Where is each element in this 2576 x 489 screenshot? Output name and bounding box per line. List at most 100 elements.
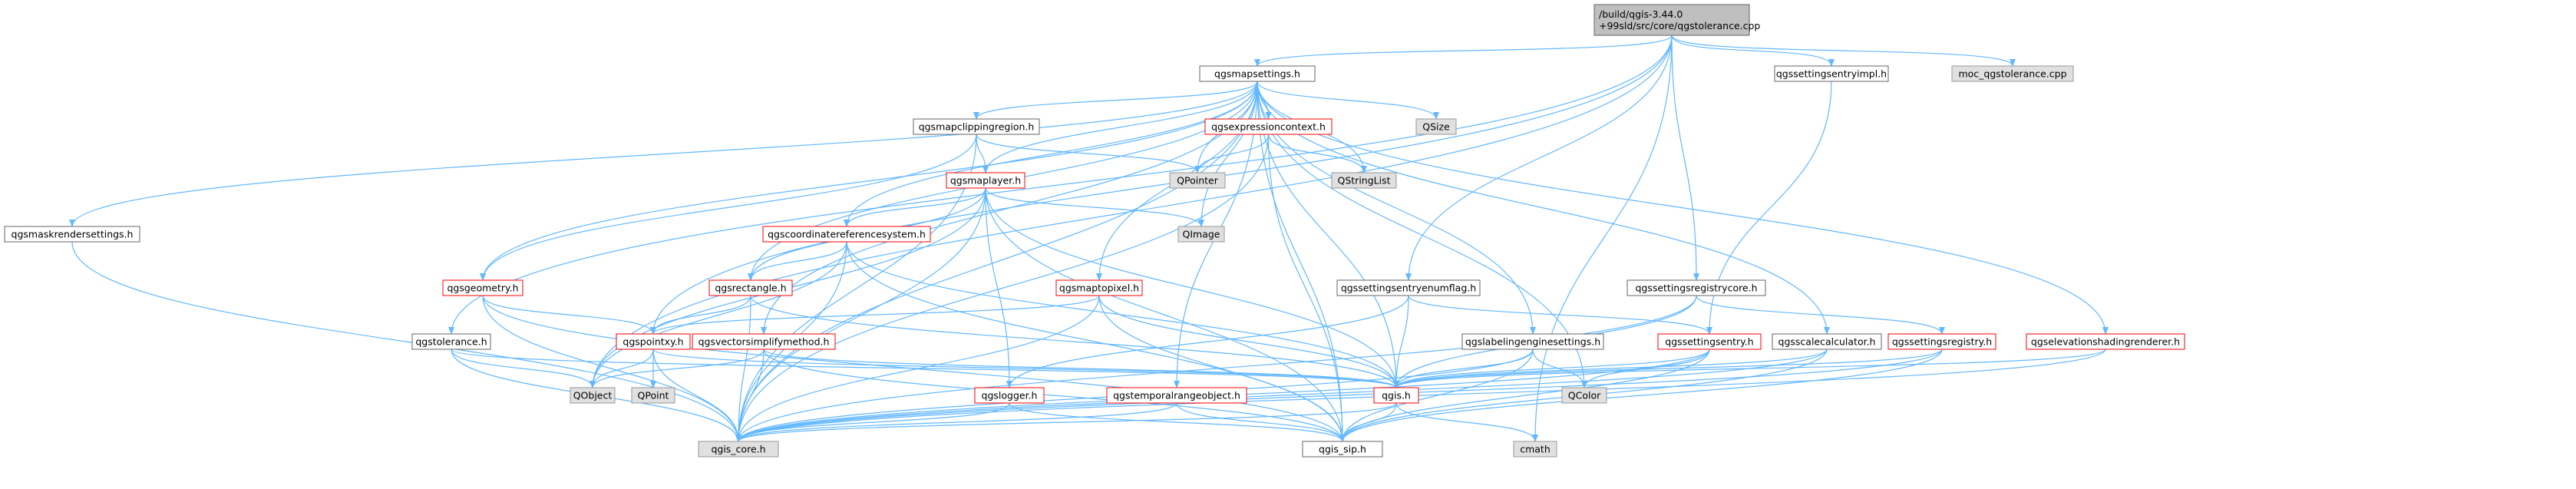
node-rectangle[interactable]: qgsrectangle.h — [708, 279, 793, 296]
edge-root-to-registrycore — [1671, 35, 1699, 281]
edge-settingsentry-to-qgis — [1393, 349, 1710, 388]
edge-root-to-mapsettings — [1254, 35, 1673, 67]
edge-mapsettings-to-qsize — [1257, 81, 1439, 120]
node-box — [1657, 333, 1762, 350]
node-qpoint: QPoint — [631, 387, 675, 404]
node-box — [762, 226, 931, 243]
node-settingsentryimpl[interactable]: qgssettingsentryimpl.h — [1774, 65, 1889, 82]
edge-mapsettings-to-qgiscore — [735, 81, 1258, 442]
node-mapclipping[interactable]: qgsmapclippingregion.h — [913, 118, 1040, 135]
node-mapsettings[interactable]: qgsmapsettings.h — [1199, 65, 1316, 82]
node-box — [1561, 387, 1607, 404]
edge-exprcontext-to-qpointer — [1194, 134, 1270, 173]
node-box — [1627, 279, 1766, 296]
node-settingsregistry[interactable]: qgssettingsregistry.h — [1887, 333, 1996, 350]
node-maptopixel[interactable]: qgsmaptopixel.h — [1055, 279, 1143, 296]
node-cmath: cmath — [1513, 441, 1557, 458]
node-label: qgspointxy.h — [623, 336, 683, 348]
node-qgiscore: qgis_core.h — [698, 441, 779, 458]
node-label: QSize — [1422, 121, 1450, 133]
node-vectorsimplify[interactable]: qgsvectorsimplifymethod.h — [692, 333, 836, 350]
node-label: /build/qgis-3.44.0 — [1599, 8, 1683, 20]
node-box — [692, 333, 836, 350]
node-label: qgselevationshadingrenderer.h — [2031, 336, 2180, 348]
node-box — [913, 118, 1040, 135]
node-label: qgsmaptopixel.h — [1059, 282, 1139, 294]
node-box — [1461, 333, 1604, 350]
node-moc: moc_qgstolerance.cpp — [1951, 65, 2074, 82]
edge-pointxy-to-qgiscore — [652, 349, 741, 442]
node-box — [1199, 65, 1316, 82]
edge-vectorsimplify-to-qobject — [590, 349, 765, 388]
node-maskrender[interactable]: qgsmaskrendersettings.h — [4, 226, 140, 243]
edge-mapclipping-to-geometry — [480, 134, 977, 281]
edge-qgis-to-qgiscore — [735, 402, 1397, 442]
node-exprcontext[interactable]: qgsexpressioncontext.h — [1204, 118, 1333, 135]
edge-exprcontext-to-qstringlist — [1267, 134, 1367, 173]
node-qgis[interactable]: qgis.h — [1373, 387, 1419, 404]
node-geometry[interactable]: qgsgeometry.h — [442, 279, 523, 296]
node-box — [570, 387, 616, 404]
edge-exprcontext-to-qgissip — [1267, 134, 1346, 442]
edge-rectangle-to-qgiscore — [735, 295, 751, 442]
node-box — [1169, 172, 1226, 189]
node-box — [631, 387, 675, 404]
node-crs[interactable]: qgscoordinatereferencesystem.h — [762, 226, 931, 243]
node-temporal[interactable]: qgstemporalrangeobject.h — [1106, 387, 1247, 404]
node-box — [1177, 226, 1225, 243]
node-label: qgssettingsregistry.h — [1892, 336, 1992, 348]
edge-mapsettings-to-elevshading — [1257, 81, 2109, 335]
node-settingsentry[interactable]: qgssettingsentry.h — [1657, 333, 1762, 350]
node-box — [1415, 118, 1457, 135]
node-box — [442, 279, 523, 296]
edge-temporal-to-qgissip — [1176, 402, 1346, 442]
node-label: qgssettingsentryenumflag.h — [1341, 282, 1476, 294]
edge-qgis-to-cmath — [1395, 402, 1538, 442]
node-label: qgstolerance.h — [415, 336, 487, 348]
node-qgissip[interactable]: qgis_sip.h — [1302, 441, 1383, 458]
edge-mapsettings-to-mapclipping — [973, 81, 1258, 120]
edge-root-to-pointxy — [650, 35, 1673, 335]
node-pointxy[interactable]: qgspointxy.h — [616, 333, 691, 350]
edge-scalecalc-to-qgis — [1393, 349, 1828, 388]
edge-settingsregistry-to-qgis — [1393, 349, 1943, 388]
node-box — [1331, 172, 1397, 189]
edge-rectangle-to-pointxy — [650, 295, 751, 335]
node-enumflag[interactable]: qgssettingsentryenumflag.h — [1336, 279, 1481, 296]
node-label: qgsmaplayer.h — [950, 175, 1021, 187]
node-label: +99sld/src/core/qgstolerance.cpp — [1599, 20, 1760, 31]
node-elevshading[interactable]: qgselevationshadingrenderer.h — [2026, 333, 2185, 350]
node-qcolor: QColor — [1561, 387, 1607, 404]
node-box — [1106, 387, 1247, 404]
node-box — [411, 333, 491, 350]
node-label: moc_qgstolerance.cpp — [1958, 68, 2066, 80]
edge-root-to-cmath — [1532, 35, 1673, 442]
node-box — [1055, 279, 1143, 296]
node-box — [974, 387, 1045, 404]
node-tolerance[interactable]: qgstolerance.h — [411, 333, 491, 350]
edge-pointxy-to-qobject — [590, 349, 654, 388]
edge-root-to-qobject — [590, 35, 1673, 388]
edge-enumflag-to-logger — [1006, 295, 1409, 388]
node-scalecalc[interactable]: qgsscalecalculator.h — [1772, 333, 1882, 350]
edge-logger-to-qgissip — [1009, 402, 1346, 442]
node-logger[interactable]: qgslogger.h — [974, 387, 1045, 404]
node-label: QStringList — [1338, 175, 1391, 187]
node-maplayer[interactable]: qgsmaplayer.h — [946, 172, 1025, 189]
node-box — [1772, 333, 1882, 350]
node-labeling[interactable]: qgslabelingenginesettings.h — [1461, 333, 1604, 350]
node-root[interactable]: /build/qgis-3.44.0+99sld/src/core/qgstol… — [1593, 4, 1760, 36]
edge-enumflag-to-settingsentry — [1408, 295, 1712, 335]
edge-settingsregistry-to-qgissip — [1339, 349, 1943, 442]
edge-rectangle-to-qgis — [750, 295, 1399, 388]
edge-root-to-enumflag — [1405, 35, 1673, 281]
node-qobject: QObject — [570, 387, 616, 404]
node-box — [946, 172, 1025, 189]
edge-mapsettings-to-qgis — [1257, 81, 1399, 388]
node-box — [708, 279, 793, 296]
node-registrycore[interactable]: qgssettingsregistrycore.h — [1627, 279, 1766, 296]
edge-root-to-settingsentryimpl — [1671, 35, 1835, 67]
node-qimage: QImage — [1177, 226, 1225, 243]
edge-mapsettings-to-maplayer — [983, 81, 1258, 173]
